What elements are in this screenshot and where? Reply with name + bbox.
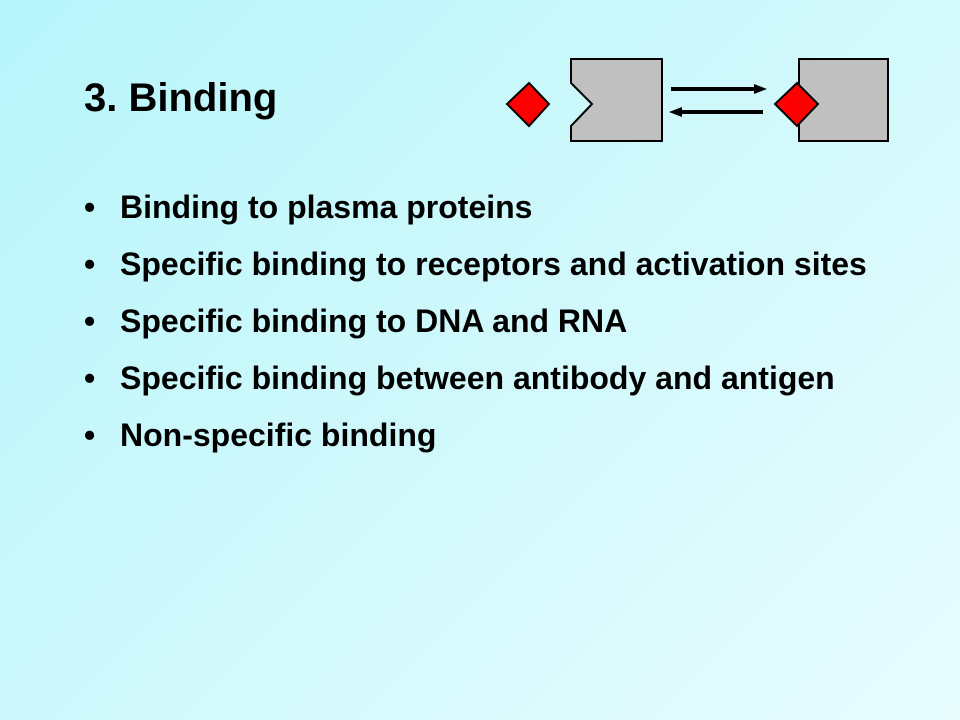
unbound-receptor-icon bbox=[570, 58, 663, 142]
bullet-list: • Binding to plasma proteins • Specific … bbox=[84, 188, 904, 473]
bullet-item: • Specific binding to DNA and RNA bbox=[84, 302, 904, 341]
slide-title: 3. Binding bbox=[84, 76, 278, 120]
bound-complex-icon bbox=[773, 58, 889, 142]
bullet-icon: • bbox=[84, 189, 96, 225]
bullet-icon: • bbox=[84, 303, 96, 339]
reversible-arrow-icon bbox=[669, 84, 767, 117]
bullet-text: Non-specific binding bbox=[120, 417, 437, 453]
bullet-item: • Specific binding to receptors and acti… bbox=[84, 245, 904, 284]
bullet-item: • Binding to plasma proteins bbox=[84, 188, 904, 227]
bullet-item: • Non-specific binding bbox=[84, 416, 904, 455]
bullet-text: Specific binding to receptors and activa… bbox=[120, 246, 867, 282]
bullet-icon: • bbox=[84, 417, 96, 453]
bullet-icon: • bbox=[84, 246, 96, 282]
unbound-ligand-icon bbox=[505, 81, 551, 128]
bullet-text: Specific binding to DNA and RNA bbox=[120, 303, 628, 339]
bullet-text: Specific binding between antibody and an… bbox=[120, 360, 835, 396]
bullet-icon: • bbox=[84, 360, 96, 396]
bullet-text: Binding to plasma proteins bbox=[120, 189, 533, 225]
bullet-item: • Specific binding between antibody and … bbox=[84, 359, 904, 398]
